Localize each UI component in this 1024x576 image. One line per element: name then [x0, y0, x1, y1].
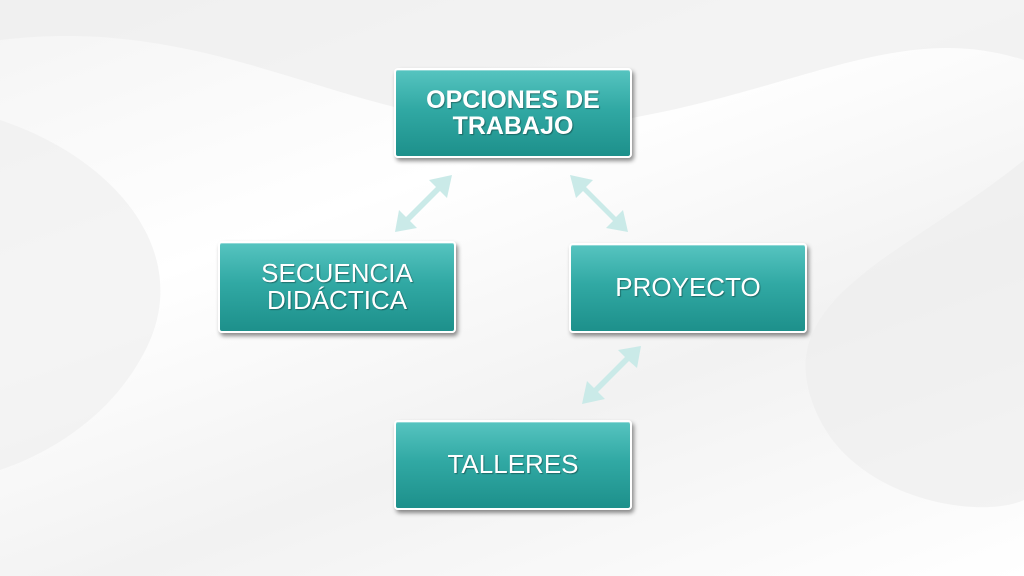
- node-secuencia-didactica: SECUENCIA DIDÁCTICA: [218, 241, 456, 333]
- node-label: OPCIONES DE TRABAJO: [426, 85, 600, 140]
- node-label: TALLERES: [447, 449, 579, 480]
- double-arrow-right-bottom: [582, 346, 641, 404]
- node-proyecto: PROYECTO: [569, 243, 807, 333]
- node-opciones-de-trabajo: OPCIONES DE TRABAJO: [394, 68, 632, 158]
- node-label: SECUENCIA DIDÁCTICA: [261, 257, 413, 315]
- node-talleres: TALLERES: [394, 420, 632, 510]
- double-arrow-top-left: [395, 175, 452, 232]
- node-label: PROYECTO: [615, 272, 761, 303]
- double-arrow-top-right: [570, 175, 628, 232]
